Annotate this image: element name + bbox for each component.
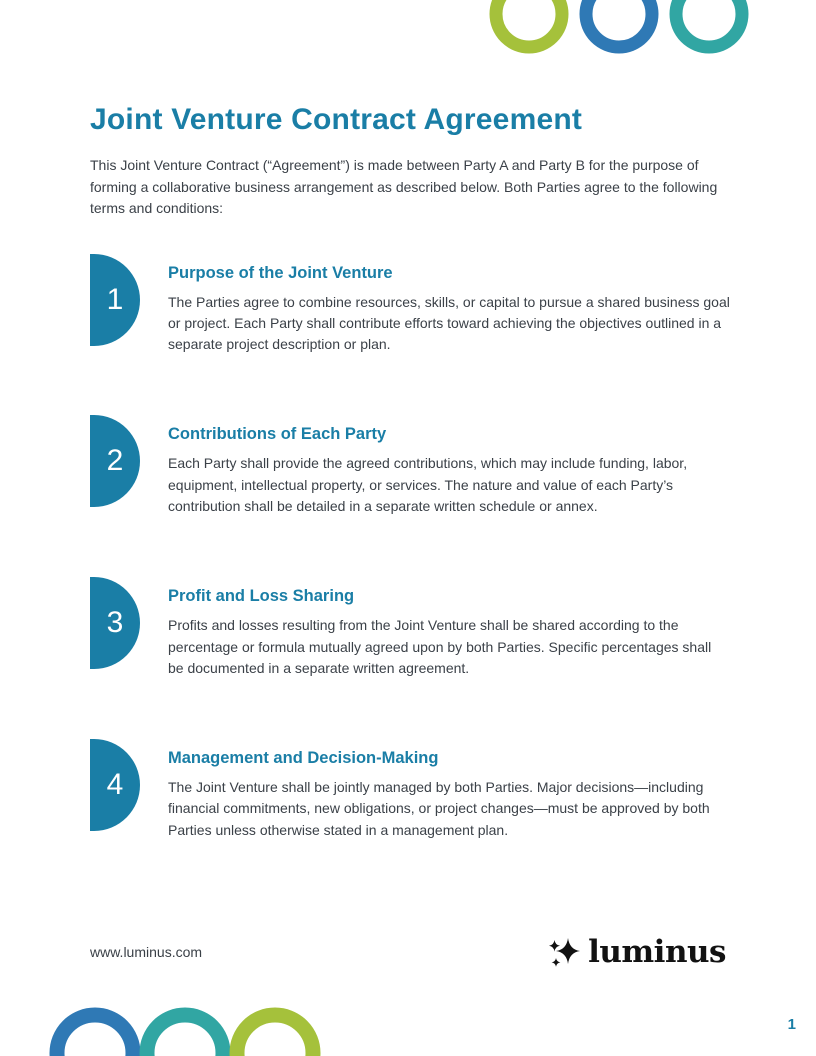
ring-green xyxy=(229,1007,321,1056)
sections-list: 1 Purpose of the Joint Venture The Parti… xyxy=(90,253,730,842)
section-number: 4 xyxy=(106,768,124,802)
section-content: Purpose of the Joint Venture The Parties… xyxy=(168,264,730,356)
section-content: Contributions of Each Party Each Party s… xyxy=(168,425,730,517)
section-body: The Joint Venture shall be jointly manag… xyxy=(168,779,710,838)
section-number: 1 xyxy=(106,282,124,316)
section-content: Profit and Loss Sharing Profits and loss… xyxy=(168,587,730,679)
page-title: Joint Venture Contract Agreement xyxy=(90,103,583,136)
ring-teal xyxy=(139,1007,231,1056)
ring-blue xyxy=(579,0,659,54)
section-management: 4 Management and Decision-Making The Joi… xyxy=(90,739,726,841)
intro-paragraph: This Joint Venture Contract (“Agreement”… xyxy=(90,157,718,216)
page-number: 1 xyxy=(787,1016,796,1033)
section-number-badge: 1 xyxy=(90,253,140,346)
section-heading: Purpose of the Joint Venture xyxy=(168,263,393,282)
section-heading: Management and Decision-Making xyxy=(168,749,439,768)
section-body: Profits and losses resulting from the Jo… xyxy=(168,617,712,676)
section-contributions: 2 Contributions of Each Party Each Party… xyxy=(90,415,726,517)
brand-wordmark: luminus xyxy=(588,933,726,970)
section-content: Management and Decision-Making The Joint… xyxy=(168,749,730,841)
sparkle-icon xyxy=(549,938,581,967)
decorative-rings-top-icon xyxy=(489,0,749,54)
decorative-rings-bottom-icon xyxy=(49,1007,321,1056)
footer: www.luminus.com luminus xyxy=(90,926,726,978)
section-number: 3 xyxy=(106,606,124,640)
section-heading: Profit and Loss Sharing xyxy=(168,587,355,606)
section-number: 2 xyxy=(106,444,124,478)
section-body: Each Party shall provide the agreed cont… xyxy=(168,455,688,514)
ring-green xyxy=(489,0,569,54)
section-heading: Contributions of Each Party xyxy=(168,425,387,444)
section-number-badge: 2 xyxy=(90,415,140,508)
section-body: The Parties agree to combine resources, … xyxy=(168,293,730,353)
brand-logo: luminus xyxy=(547,934,726,970)
section-number-badge: 4 xyxy=(90,739,140,832)
footer-website: www.luminus.com xyxy=(90,944,203,960)
ring-blue xyxy=(49,1007,141,1056)
section-number-badge: 3 xyxy=(90,577,140,670)
section-purpose: 1 Purpose of the Joint Venture The Parti… xyxy=(90,253,730,356)
section-profit-loss: 3 Profit and Loss Sharing Profits and lo… xyxy=(90,577,726,679)
ring-teal xyxy=(669,0,749,54)
